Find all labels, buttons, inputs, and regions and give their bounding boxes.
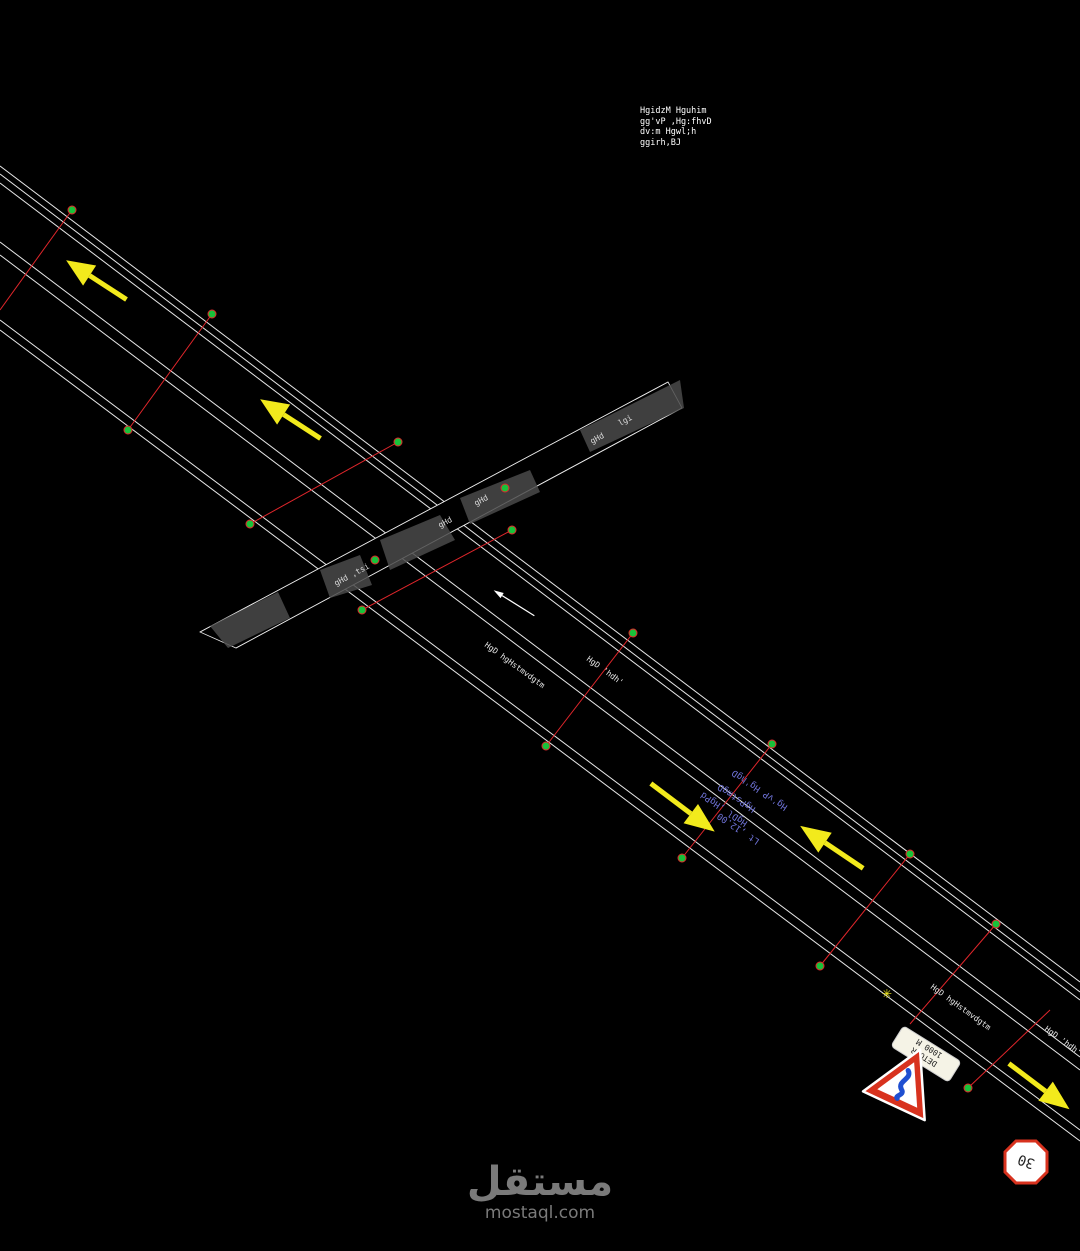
bridge-hatch (580, 380, 684, 452)
station-marker (357, 605, 367, 615)
arrow-left-up (66, 260, 128, 302)
bridge-crossing: gHd lgi gHd gHd gHd ,tsi (199, 380, 684, 649)
station-marker (500, 483, 510, 493)
arrow-left-up (260, 399, 322, 441)
road-edge-line (0, 165, 1080, 983)
bridge-hatch (320, 555, 372, 598)
station-marker (67, 205, 77, 215)
note-line: gg'vP ,Hg:fhvD (640, 116, 712, 127)
watermark-arabic: مستقل (466, 1159, 614, 1205)
note-line: dv:m Hgwl;h (640, 127, 697, 137)
station-marker (963, 1083, 973, 1093)
watermark-domain: mostaql.com (484, 1203, 596, 1223)
station-line (249, 441, 399, 525)
bridge-hatch (210, 592, 290, 648)
speed-limit-value: 30 (1016, 1151, 1037, 1172)
station-marker (507, 525, 517, 535)
station-marker (628, 628, 638, 638)
north-marker-label: N (0, 0, 1, 1)
asterisk-marker: ✳ (882, 983, 892, 1002)
blue-annotation-labels: Hg'vP Hg'hgD HgPstmgD HgDl ,HgPd Lt ,12.… (699, 767, 790, 846)
road-label: HgD 'hdh' (585, 654, 625, 687)
bridge-hatch (460, 470, 540, 524)
road-label: HgD hgHstmvdgtm (929, 982, 993, 1032)
arrow-right-down (1007, 1061, 1070, 1110)
station-line (967, 1009, 1051, 1089)
station-line (127, 313, 213, 431)
station-line (819, 853, 911, 967)
road-lane-line (0, 254, 1080, 1071)
station-lines (0, 209, 1051, 1089)
station-marker (207, 309, 217, 319)
road-edge-line (0, 182, 1080, 1001)
station-line (0, 209, 73, 311)
curve-road-icon (894, 1067, 912, 1102)
watermark: مستقل mostaql.com (440, 1160, 640, 1222)
direction-arrows (66, 260, 1070, 1110)
road-edge-line (0, 173, 1080, 993)
station-marker (370, 555, 380, 565)
station-line (681, 743, 773, 859)
station-line (909, 923, 997, 1025)
station-marker (905, 849, 915, 859)
station-marker (991, 919, 1001, 929)
road-edge-lines (0, 165, 1080, 1142)
bridge-hatch (380, 515, 455, 570)
note-line: ggirh,BJ (640, 137, 681, 148)
station-marker (767, 739, 777, 749)
small-white-arrow (493, 590, 535, 617)
road-edge-line (0, 329, 1080, 1142)
station-marker (677, 853, 687, 863)
arrow-right-down (649, 781, 715, 832)
station-markers (67, 205, 1001, 1093)
station-line (545, 632, 634, 747)
station-line (361, 529, 513, 611)
station-marker (245, 519, 255, 529)
road-lane-line (0, 241, 1080, 1058)
bridge-edge-line (235, 407, 683, 649)
station-marker (123, 425, 133, 435)
bridge-edge-line (199, 381, 669, 633)
note-line: HgidzM Hguhim (640, 106, 707, 116)
road-labels: HgD hgHstmvdgtm HgD 'hdh' HgD hgHstmvdgt… (483, 640, 1080, 1057)
warning-triangle-sign (861, 1048, 926, 1122)
road-label: HgD 'hdh' (1043, 1024, 1080, 1057)
station-marker (541, 741, 551, 751)
speed-limit-sign: 30 (1003, 1139, 1049, 1185)
arrow-left-up (800, 825, 865, 871)
road-edge-line (0, 319, 1080, 1131)
station-marker (815, 961, 825, 971)
station-marker (393, 437, 403, 447)
